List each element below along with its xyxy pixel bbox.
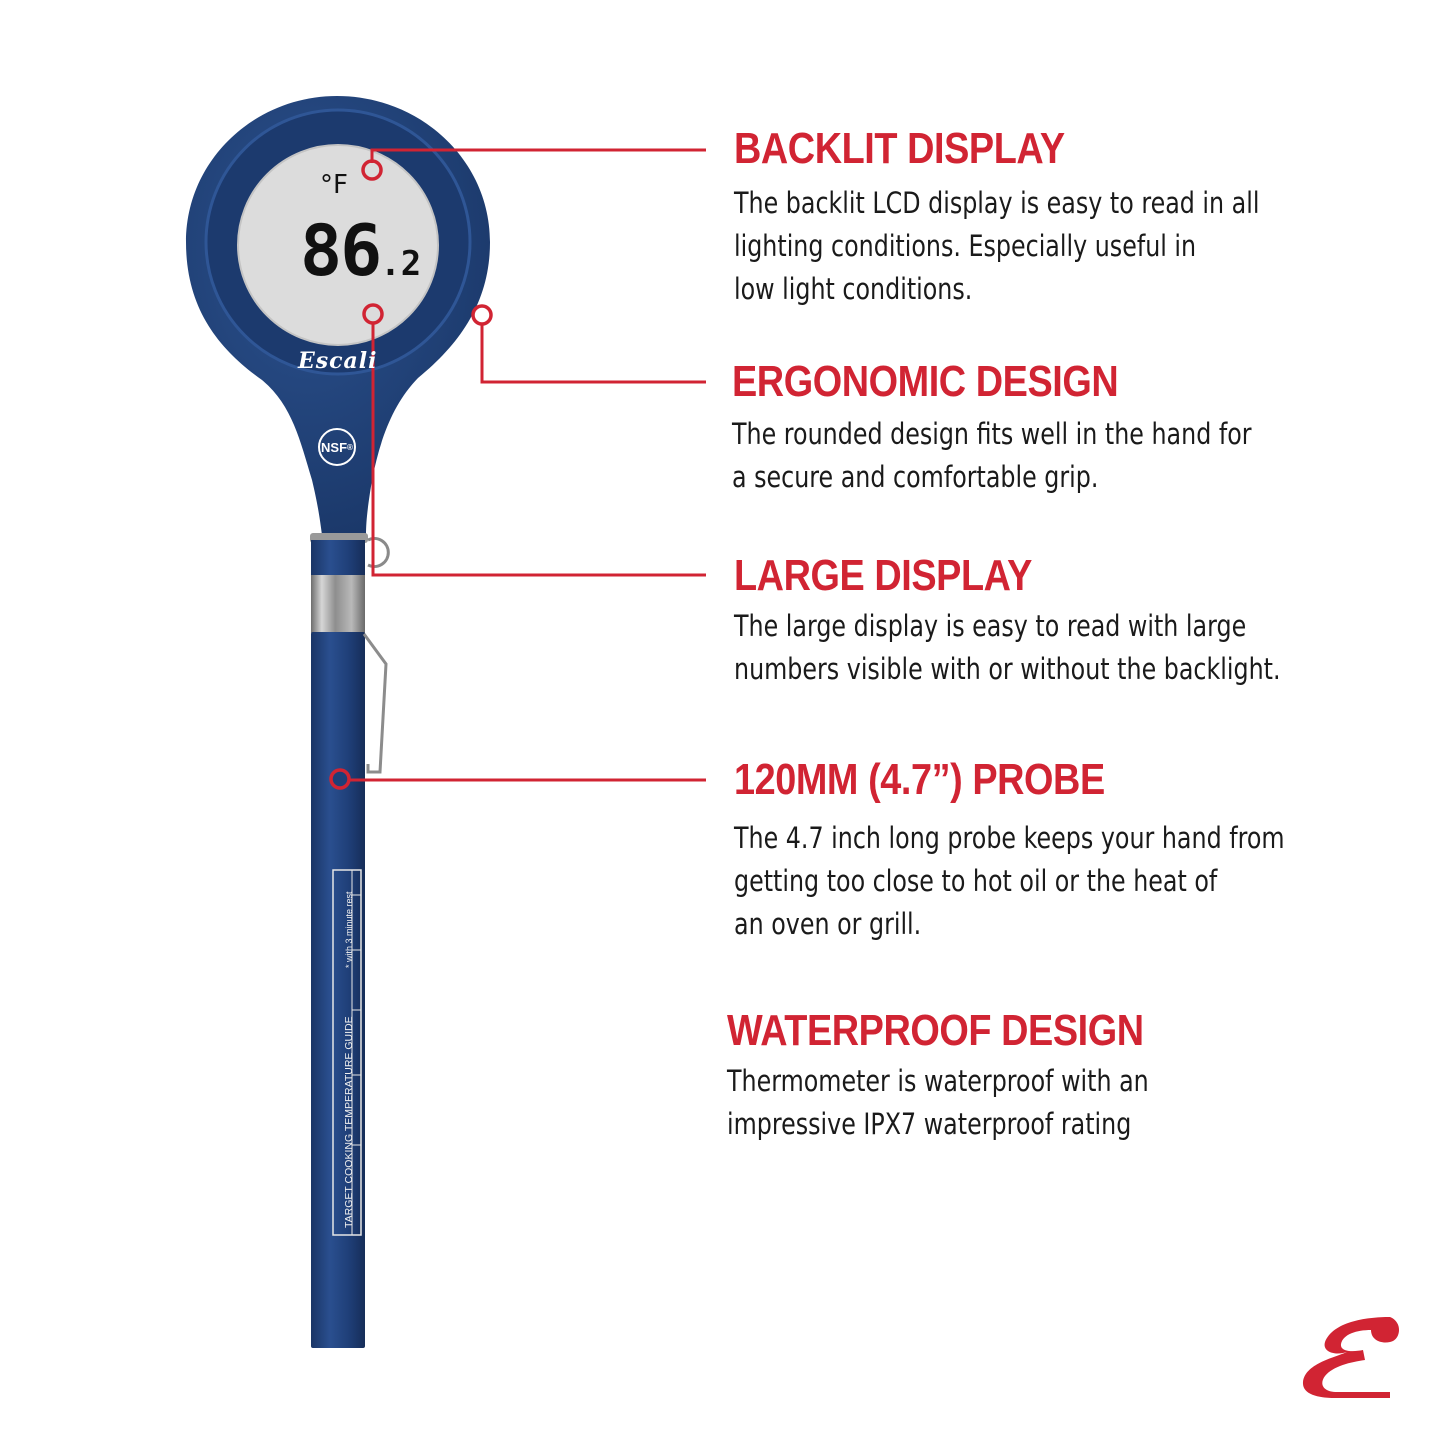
- feature-description: The rounded design fits well in the hand…: [732, 417, 1252, 494]
- nsf-badge-text: NSF: [321, 439, 348, 455]
- feature-title: BACKLIT DISPLAY: [734, 124, 1065, 173]
- lcd-reading-main: 86: [300, 210, 382, 292]
- escali-e-logo-icon: [1302, 1317, 1400, 1398]
- pocket-clip: [362, 633, 388, 774]
- feature-probe-length: 120MM (4.7”) PROBE The 4.7 inch long pro…: [734, 755, 1445, 946]
- metal-band: [311, 575, 365, 633]
- hanging-ring: [367, 537, 390, 568]
- feature-description: Thermometer is waterproof with an impres…: [727, 1064, 1149, 1141]
- feature-waterproof-design: WATERPROOF DESIGN Thermometer is waterpr…: [727, 1006, 1445, 1146]
- feature-title: ERGONOMIC DESIGN: [732, 357, 1119, 406]
- lcd-unit: °F: [320, 170, 348, 200]
- feature-description: The large display is easy to read with l…: [734, 609, 1281, 686]
- feature-title: WATERPROOF DESIGN: [727, 1006, 1144, 1055]
- sleeve-cap: [311, 540, 365, 576]
- thermometer-head: [186, 96, 490, 535]
- feature-backlit-display: BACKLIT DISPLAY The backlit LCD display …: [734, 124, 1445, 311]
- feature-title: 120MM (4.7”) PROBE: [734, 755, 1105, 804]
- lcd-screen: [238, 145, 438, 345]
- feature-title: LARGE DISPLAY: [734, 551, 1032, 600]
- nsf-badge: NSF®: [318, 428, 356, 466]
- feature-ergonomic-design: ERGONOMIC DESIGN The rounded design fits…: [732, 357, 1445, 499]
- thermometer-brand: Escali: [298, 348, 378, 374]
- lcd-reading-decimal: .2: [380, 244, 422, 284]
- lcd-reading: 86.2: [300, 210, 421, 292]
- feature-description: The backlit LCD display is easy to read …: [734, 186, 1260, 306]
- feature-description: The 4.7 inch long probe keeps your hand …: [734, 821, 1285, 941]
- probe-sleeve: [311, 632, 365, 1348]
- feature-large-display: LARGE DISPLAY The large display is easy …: [734, 551, 1445, 691]
- probe-guide-note: * with 3 minute rest: [344, 891, 354, 968]
- registered-mark: ®: [347, 442, 353, 452]
- temperature-guide-print: [332, 869, 362, 1236]
- callout-lines: [329, 148, 706, 790]
